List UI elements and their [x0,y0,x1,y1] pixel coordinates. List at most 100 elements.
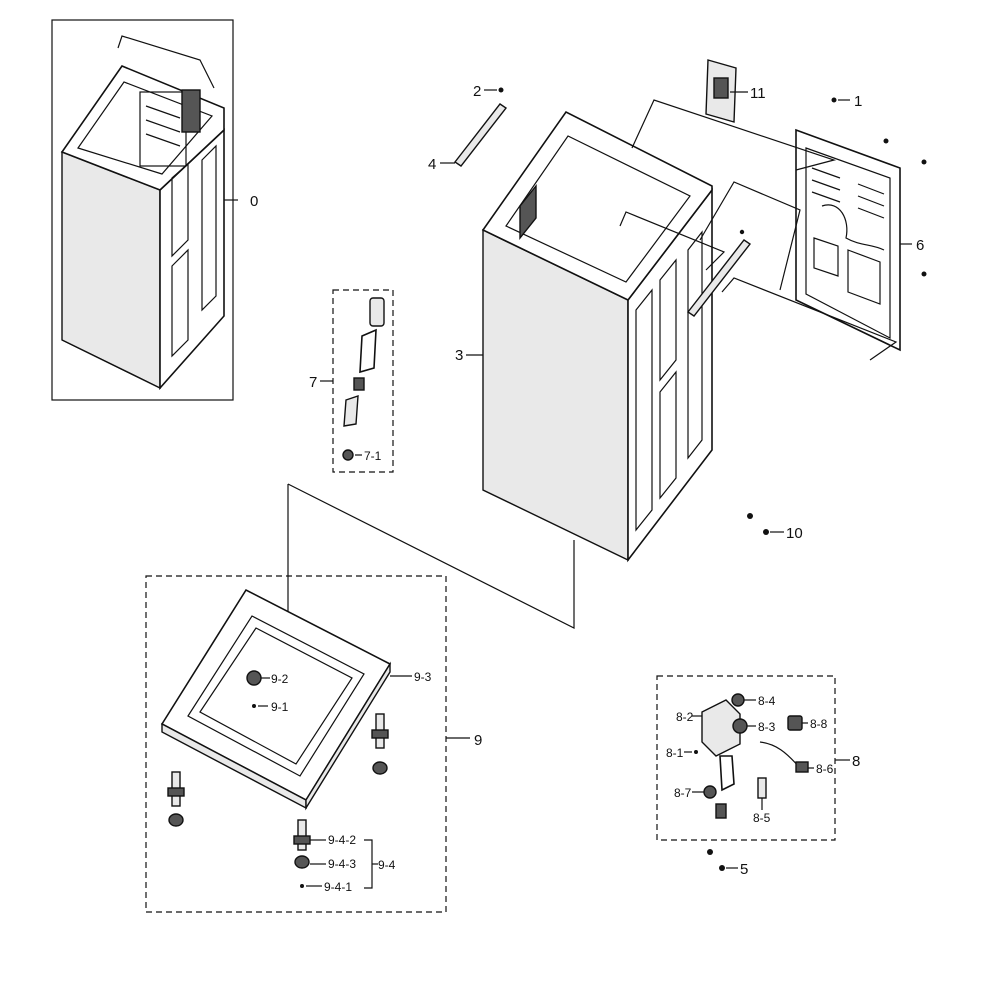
assembly-0-frame [51,19,234,401]
guide-lines-rear [619,99,898,361]
cabinet-emboss-1 [635,288,653,532]
callout-9-4: 9-4 [378,858,396,872]
assembly-0: 0 [51,19,258,401]
cabinet-emboss-3 [659,370,677,500]
part-8-4-seal [731,693,745,707]
part-8-filter [715,803,727,819]
assembly-0-lid-outline [117,35,215,89]
screw-10a [747,513,753,519]
foot-right-pad [372,761,388,775]
cabinet-top-opening [505,135,691,283]
screw-5b [719,865,725,871]
base-frame-opening [187,615,365,777]
callout-9-4-3: 9-4-3 [328,857,356,871]
callout-7-1: 7-1 [364,449,382,463]
bracket-11: 11 [705,59,766,123]
callout-5: 5 [740,861,748,878]
callout-8-5: 8-5 [753,811,771,825]
callout-1: 1 [854,93,862,110]
callout-8-2: 8-2 [676,710,694,724]
part-8-pump-outlet [719,755,735,792]
bracket-11-clip [713,77,729,99]
back-panel-6: 1 6 [795,93,927,352]
back-panel-recess-2 [847,249,881,305]
part-8-1-screw [694,750,698,754]
screw-10b [763,529,769,535]
screw-1 [831,97,837,103]
assembly-0-vents [145,105,181,147]
callout-8-7: 8-7 [674,786,692,800]
part-8-wire-harness [759,741,801,769]
cabinet-corner-bracket [519,184,537,240]
assembly-0-front-panel [61,150,161,390]
callout-7: 7 [309,374,317,391]
callout-11: 11 [750,85,766,102]
leveling-foot-right [371,713,389,775]
callout-9-2: 9-2 [271,672,289,686]
base-frame-side [305,661,391,811]
callout-6: 6 [916,237,924,254]
part-7-valve [343,395,359,427]
foot-front-bolt [297,819,307,851]
screw-6c [921,271,927,277]
assembly-0-top-opening [77,81,214,175]
foot-front-screw [300,884,304,888]
part-7-coupler [369,297,385,327]
part-8-6-connector [795,761,809,773]
part-7-1-clip [342,449,354,461]
screw-6b [921,159,927,165]
callout-10: 10 [786,525,803,542]
group-8: 8-2 8-4 8-3 8-8 8-1 8-6 8-7 8-5 8 [656,675,860,841]
cabinet-emboss-2 [659,258,677,382]
group-9-frame [145,575,447,913]
assembly-0-emboss-2 [171,248,189,358]
group-9: 9-2 9-1 9-3 9-4-2 9-4-3 9-4-1 9-4 [145,575,482,913]
screw-6a [883,138,889,144]
leveling-foot-left [167,771,185,827]
guide-line-2 [699,181,801,291]
group-8-frame [656,675,836,841]
assembly-0-emboss-3 [201,144,217,312]
part-5: 5 [707,849,748,878]
part-8-8-switch [787,715,803,731]
callout-8-4: 8-4 [758,694,776,708]
rail-4: 2 4 [428,83,508,173]
callout-9: 9 [474,732,482,749]
guide-line-4 [721,277,898,361]
part-8-5-sensor [757,777,767,799]
base-frame-inner-ring [199,627,353,765]
back-panel-recess-1 [813,237,839,277]
part-9-1-screw [252,704,256,708]
foot-left-nut [167,787,185,797]
callout-4: 4 [428,156,436,173]
back-panel-body [795,128,901,352]
back-panel-contour [821,204,885,251]
callout-2: 2 [473,83,481,100]
assembly-0-hinge [181,89,201,133]
foot-front-pad [294,855,310,869]
screw-2 [498,87,504,93]
screw-5a [707,849,713,855]
callout-9-4-2: 9-4-2 [328,833,356,847]
part-9-2-cap [246,670,262,686]
side-rail-screw [739,229,745,235]
guide-line-3 [619,211,726,271]
callout-8-1: 8-1 [666,746,684,760]
part-8-7-clamp [703,785,717,799]
bracket-9-4 [364,839,373,889]
part-10: 10 [747,513,803,542]
side-rail [686,239,752,317]
part-8-2-pump [701,699,741,757]
foot-left-pad [168,813,184,827]
cabinet-3: 3 [455,110,713,563]
base-frame-top [160,588,392,802]
group-7: 7-1 7 [309,289,394,473]
leveling-foot-front [293,819,311,888]
guide-line-5 [287,483,575,629]
callout-8-8: 8-8 [810,717,828,731]
callout-3: 3 [455,347,463,364]
back-panel-inner [805,147,891,339]
callout-8-3: 8-3 [758,720,776,734]
